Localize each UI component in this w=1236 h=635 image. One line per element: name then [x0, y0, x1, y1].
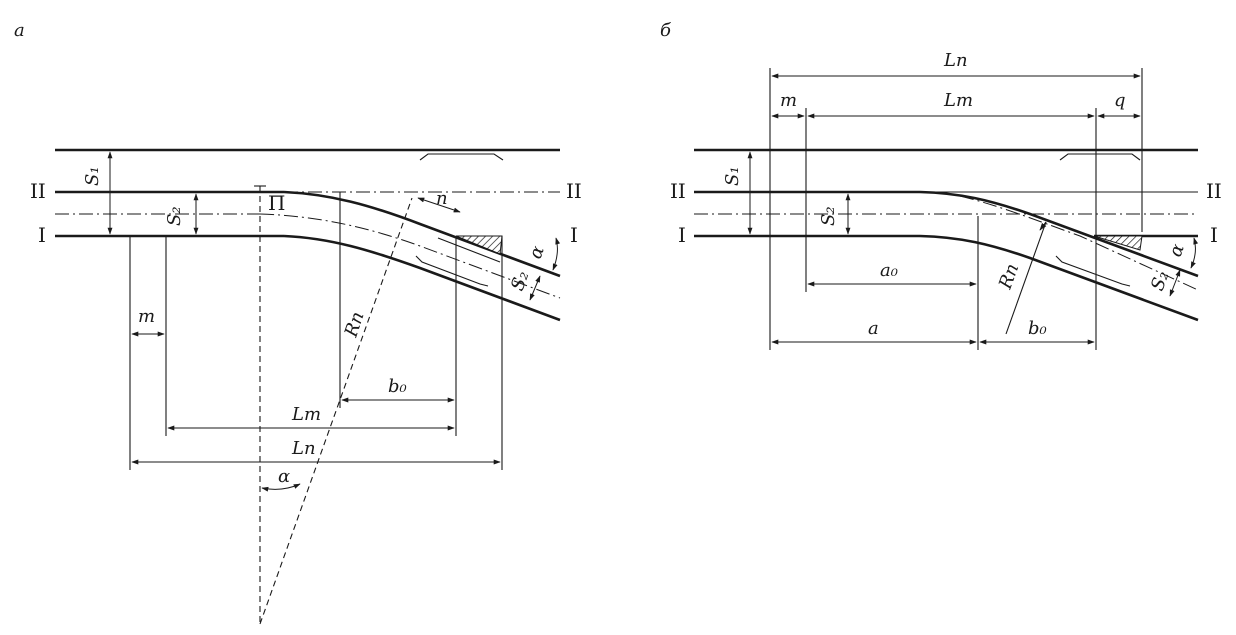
radius-line-dashed — [259, 197, 413, 625]
dim-s2-branch — [1169, 269, 1181, 297]
label-r: Rп — [995, 261, 1024, 293]
label-track-II-right: II — [566, 179, 582, 203]
label-s2-branch: S₂ — [507, 268, 533, 294]
label-track-I-right: I — [1210, 223, 1218, 247]
label-m: m — [138, 306, 155, 327]
dim-n — [417, 197, 461, 213]
label-q: q — [1114, 90, 1126, 111]
label-lt: Lт — [943, 90, 973, 111]
radius-arrow — [1039, 221, 1047, 231]
radius-line — [1005, 221, 1047, 335]
dim-alpha-bottom — [261, 483, 301, 492]
label-point-II: П — [268, 191, 285, 215]
dim-alpha — [1190, 237, 1199, 269]
centerline-diverging — [259, 213, 561, 299]
diverging-rail-lower — [283, 234, 561, 322]
label-s2: S₂ — [818, 206, 839, 226]
frog-hatch — [1093, 235, 1143, 251]
label-track-II-left: II — [30, 179, 46, 203]
label-s2: S₂ — [164, 206, 185, 226]
label-lp: Lп — [291, 438, 316, 459]
guard-rail-bottom — [1055, 255, 1131, 287]
label-s1: S₁ — [722, 166, 743, 186]
label-lp: Lп — [943, 50, 968, 71]
label-m: m — [780, 90, 797, 111]
label-a: a — [868, 318, 879, 339]
label-track-I-right: I — [570, 223, 578, 247]
label-track-I-left: I — [678, 223, 686, 247]
guard-rail-top — [419, 153, 504, 161]
label-track-I-left: I — [38, 223, 46, 247]
label-s1: S₁ — [82, 166, 103, 186]
centerline-diverging — [959, 195, 1199, 291]
frog-hatch — [455, 235, 503, 255]
diverging-rail-upper — [283, 190, 561, 278]
label-s2-branch: S₂ — [1147, 268, 1173, 294]
frog-wing — [437, 237, 501, 263]
panel-b-tag: б — [660, 20, 672, 41]
label-alpha-right: α — [525, 243, 549, 262]
label-n: n — [436, 188, 448, 209]
panel-a: а II — [14, 20, 582, 625]
label-r: Rп — [340, 309, 368, 340]
guard-rail-top — [1059, 153, 1141, 161]
label-alpha-bottom: α — [278, 466, 290, 487]
dim-s2-branch — [529, 275, 541, 301]
guard-rail-bottom — [415, 255, 489, 287]
label-alpha: α — [1165, 241, 1189, 260]
label-a0: a₀ — [880, 260, 898, 281]
label-b0: b₀ — [388, 376, 407, 397]
label-track-II-right: II — [1206, 179, 1222, 203]
diverging-rail-lower — [919, 234, 1199, 322]
dim-alpha-right — [552, 237, 561, 271]
panel-a-tag: а — [14, 20, 25, 41]
label-b0: b₀ — [1028, 318, 1047, 339]
diverging-rail-upper — [919, 190, 1199, 278]
label-track-II-left: II — [670, 179, 686, 203]
label-lt: Lт — [291, 404, 321, 425]
panel-b: б II — [660, 20, 1222, 350]
